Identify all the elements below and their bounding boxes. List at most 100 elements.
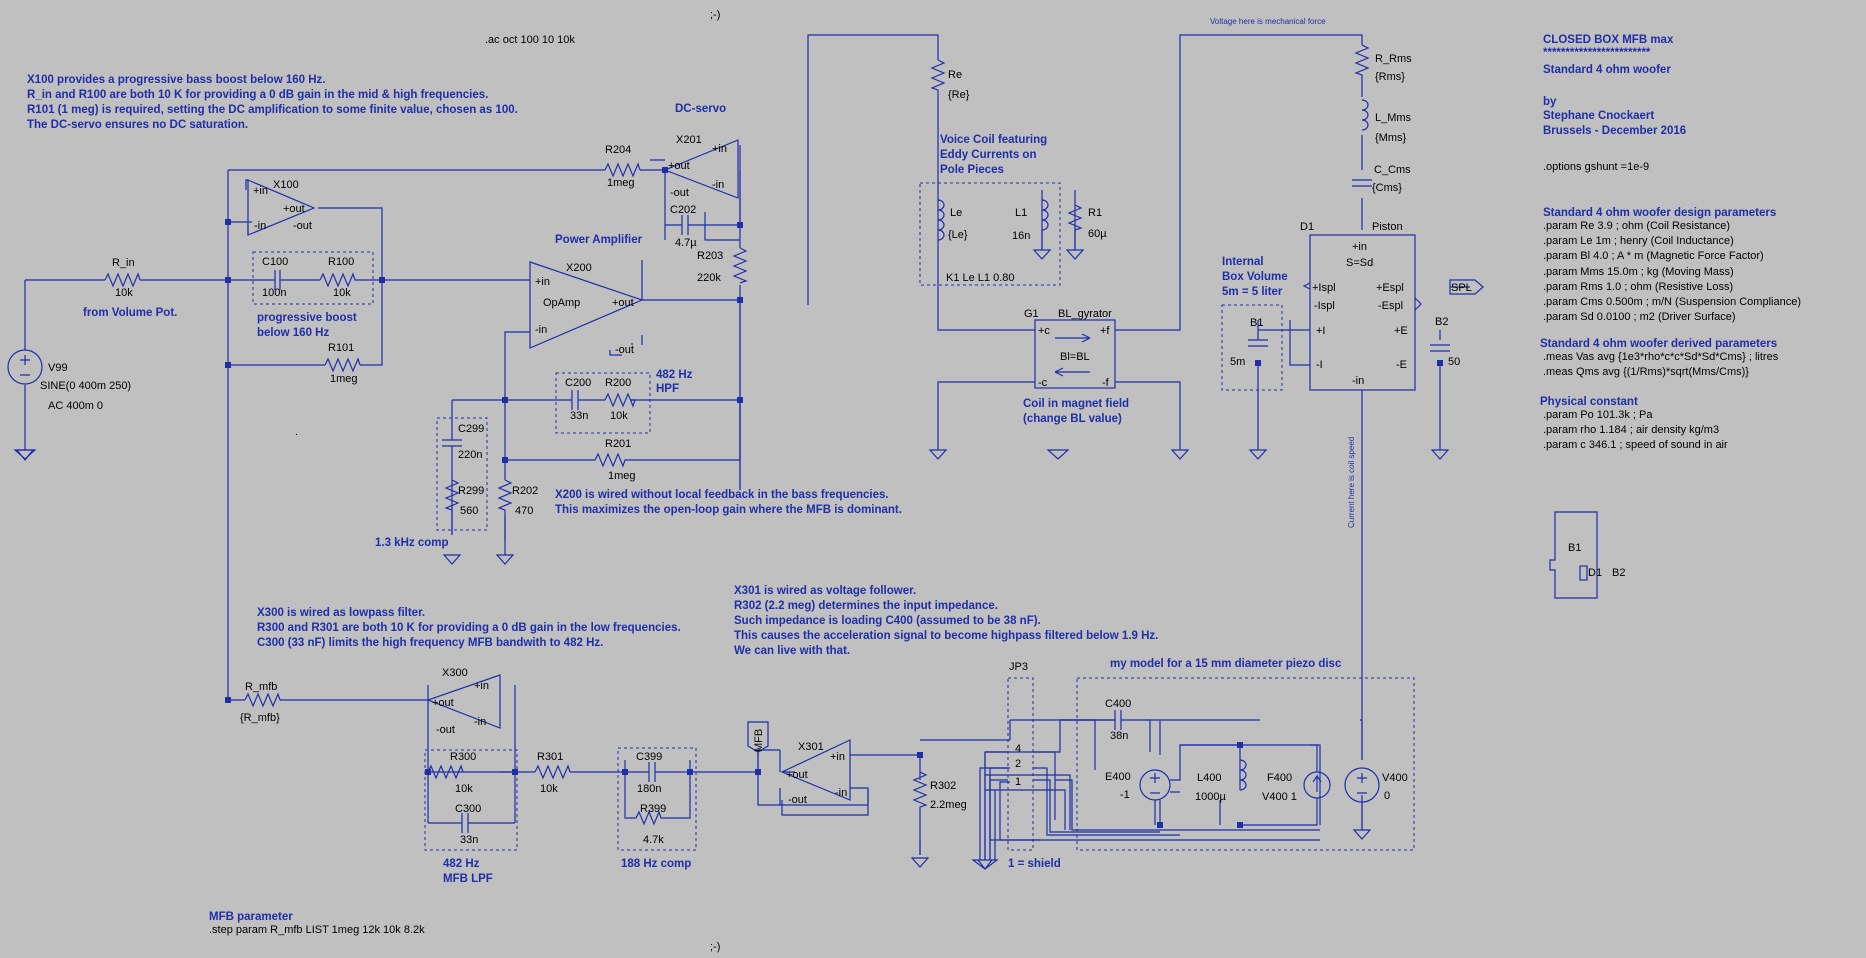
r204: R204 1meg [604,144,641,189]
x200-out-ground [609,343,633,356]
x100: X100 +in -in +out -out [245,179,316,236]
svg-text:OpAmp: OpAmp [543,297,580,309]
svg-text:(change BL value): (change BL value) [1023,413,1122,425]
hpf-box [555,372,651,434]
svg-text:+in: +in [1352,241,1367,253]
mech-note: Voltage here is mechanical force [1210,17,1326,26]
svg-text:.param Re 3.9 ; ohm (Coil Resi: .param Re 3.9 ; ohm (Coil Resistance) [1543,220,1730,232]
f400: F400 V400 1 [1240,744,1331,826]
svg-text:-in: -in [254,220,266,232]
jp3: JP3 4 2 1 [971,661,1180,870]
box-volume-note: Internal Box Volume 5m = 5 liter [1222,256,1288,298]
svg-text:5m = 5 liter: 5m = 5 liter [1222,286,1283,298]
x300-note: X300 is wired as lowpass filter. R300 an… [257,607,681,649]
r100: R100 10k [319,256,372,299]
r1: R1 60µ [1067,204,1107,250]
panel-stars: ************************ [1543,47,1651,59]
svg-text:R1: R1 [1088,207,1102,219]
svg-text:R201: R201 [605,438,631,450]
svg-text:Physical constant: Physical constant [1540,396,1638,408]
comp13-box [436,417,488,531]
svg-text:R_in and R100 are both 10 K fo: R_in and R100 are both 10 K for providin… [27,89,488,101]
svg-text:Eddy Currents on: Eddy Currents on [940,149,1036,161]
k1-label: K1 Le L1 0.80 [946,272,1015,284]
svg-text:{R_mfb}: {R_mfb} [240,712,280,724]
svg-text:-out: -out [670,187,689,199]
svg-text:C100: C100 [262,256,288,268]
svg-text:100n: 100n [262,287,286,299]
c200: C200 33n [560,377,605,422]
svg-text:10k: 10k [540,783,558,795]
svg-text:220k: 220k [697,272,721,284]
svg-text:R200: R200 [605,377,631,389]
x300: X300 +in -in +out -out [426,667,501,736]
svg-text:38n: 38n [1110,730,1128,742]
svg-text:.meas Vas avg {1e3*rho*c*c*Sd*: .meas Vas avg {1e3*rho*c*c*Sd*Sd*Cms} ; … [1543,351,1779,363]
comp188-box [617,747,697,851]
r399: R399 4.7k [624,772,691,846]
svg-text:.param Mms 15.0m ; kg (Moving: .param Mms 15.0m ; kg (Moving Mass) [1543,266,1734,278]
svg-text:-out: -out [436,724,455,736]
c-cms: C_Cms {Cms} [1352,164,1411,194]
svg-text:Such impedance is loading C400: Such impedance is loading C400 (assumed … [734,615,1041,627]
svg-text:180n: 180n [637,783,661,795]
svg-text:V99: V99 [48,362,68,374]
panel-title: CLOSED BOX MFB max [1543,34,1674,46]
box-volume [1221,304,1283,391]
svg-text:X200: X200 [566,262,592,274]
gnd [495,554,515,565]
r300: R300 10k [427,751,476,795]
svg-text:R302 (2.2 meg) determines the: R302 (2.2 meg) determines the input impe… [734,600,998,612]
re: Re {Re} [930,59,970,101]
svg-text:R101 (1 meg) is required, sett: R101 (1 meg) is required, setting the DC… [27,104,518,116]
mfb-flag: MFB [747,721,769,772]
svg-text:{Re}: {Re} [948,89,970,101]
svg-text:.options gshunt =1e-9: .options gshunt =1e-9 [1543,161,1649,173]
boost-note: progressive boost below 160 Hz [257,312,357,339]
svg-text:16n: 16n [1012,230,1030,242]
comp13-note: 1.3 kHz comp [375,537,449,549]
svg-text:.param c 346.1 ; speed of soun: .param c 346.1 ; speed of sound in air [1543,439,1728,451]
svg-text:+c: +c [1038,325,1050,337]
svg-text:SINE(0 400m 250): SINE(0 400m 250) [40,380,131,392]
svg-text:R101: R101 [328,342,354,354]
hpf-note: 482 Hz HPF [656,369,693,395]
piezo-note: my model for a 15 mm diameter piezo disc [1110,658,1342,670]
svg-text:R202: R202 [512,485,538,497]
svg-text:482 Hz: 482 Hz [656,369,693,381]
svg-text:10k: 10k [115,287,133,299]
svg-text:X100: X100 [273,179,299,191]
svg-text:B2: B2 [1435,316,1448,328]
svg-text:X300: X300 [442,667,468,679]
svg-text:220n: 220n [458,449,482,461]
svg-text:+E: +E [1394,325,1408,337]
svg-text:R300: R300 [450,751,476,763]
svg-text:This causes the acceleration s: This causes the acceleration signal to b… [734,630,1158,642]
c400: C400 38n [1060,698,1151,752]
current-note: Current here is coil speed [1347,437,1356,528]
svg-text:.param rho 1.184 ; air density: .param rho 1.184 ; air density kg/m3 [1543,424,1719,436]
k1-box [919,182,1061,286]
svg-text:482 Hz: 482 Hz [443,858,480,870]
svg-text:+out: +out [283,203,305,215]
svg-text:-out: -out [615,344,634,356]
svg-text:B1: B1 [1568,542,1581,554]
svg-text:.param Sd 0.0100 ; m2 (Driver: .param Sd 0.0100 ; m2 (Driver Surface) [1543,311,1736,323]
r-mfb: R_mfb {R_mfb} [240,681,281,724]
x100-note: X100 provides a progressive bass boost b… [27,74,518,131]
svg-text:{Mms}: {Mms} [1375,132,1407,144]
svg-text:10k: 10k [455,783,473,795]
svg-text:R299: R299 [458,485,484,497]
svg-text:.param Po 101.3k ; Pa: .param Po 101.3k ; Pa [1543,409,1653,421]
svg-text:Pole Pieces: Pole Pieces [940,164,1004,176]
svg-text:.param Bl 4.0 ; A * m (Magneti: .param Bl 4.0 ; A * m (Magnetic Force Fa… [1543,250,1764,262]
r101: R101 1meg [324,342,361,385]
x200: X200 OpAmp +in -in +out -out [529,261,644,356]
svg-text:560: 560 [460,505,478,517]
svg-text:C300: C300 [455,803,481,815]
svg-text:B2: B2 [1612,567,1625,579]
x301: X301 +in -in +out -out [780,739,869,816]
svg-text:C_Cms: C_Cms [1374,164,1411,176]
svg-text:R203: R203 [697,250,723,262]
svg-text:We can live with that.: We can live with that. [734,645,850,657]
